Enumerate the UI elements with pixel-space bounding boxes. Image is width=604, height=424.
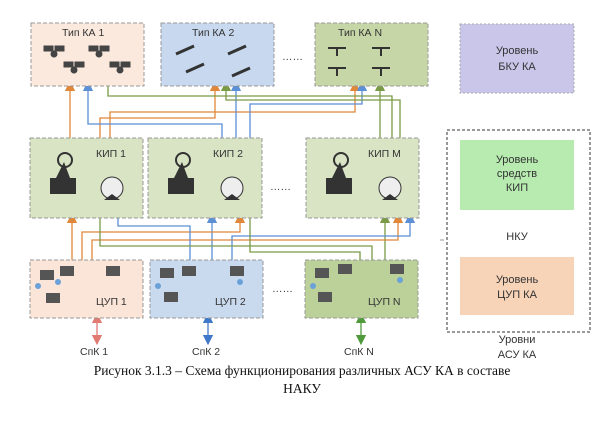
cup-label-1: ЦУП 1 <box>96 296 127 308</box>
svg-text:Уровень: Уровень <box>496 274 539 286</box>
ka-label-1: Тип КА 1 <box>62 27 104 39</box>
ellipsis: …… <box>270 181 291 193</box>
svg-text:Уровни: Уровни <box>499 334 536 346</box>
level-nku: НКУ <box>506 231 528 243</box>
satellite-icon <box>175 44 251 78</box>
kip-box-2: КИП 2 <box>147 137 263 219</box>
cup-label-n: ЦУП N <box>368 296 400 308</box>
workstation-icon <box>155 266 244 302</box>
ellipsis: …… <box>272 283 293 295</box>
cup-box-n: ЦУП N <box>304 259 419 319</box>
ka-box-1: Тип КА 1 <box>30 22 145 87</box>
kip-box-m: КИП М <box>305 137 420 219</box>
kip-label-2: КИП 2 <box>213 148 243 160</box>
svg-text:АСУ КА: АСУ КА <box>498 349 537 360</box>
kip-box-1: КИП 1 <box>29 137 144 219</box>
svg-text:КИП: КИП <box>506 182 528 194</box>
level-cup: Уровень ЦУП КА <box>460 257 574 315</box>
antenna-station-icon <box>50 152 76 194</box>
consumer-label-1: СпК 1 <box>80 346 108 358</box>
antenna-station-icon <box>168 152 194 194</box>
cup-box-2: ЦУП 2 <box>149 259 264 319</box>
consumer-label-n: СпК N <box>344 346 374 358</box>
cup-box-1: ЦУП 1 <box>29 259 144 319</box>
dish-icon <box>100 176 124 200</box>
level-acs: Уровни АСУ КА <box>498 334 537 360</box>
dish-icon <box>378 176 402 200</box>
figure-caption: Рисунок 3.1.3 – Схема функционирования р… <box>0 362 604 398</box>
ground-segment-frame <box>446 129 591 333</box>
links <box>64 80 416 346</box>
ka-label-2: Тип КА 2 <box>192 27 234 39</box>
caption-line-1: Рисунок 3.1.3 – Схема функционирования р… <box>93 363 511 378</box>
svg-text:Уровень: Уровень <box>496 45 539 57</box>
kip-label-1: КИП 1 <box>96 148 126 160</box>
ka-box-n: Тип КА N <box>314 22 429 87</box>
system-diagram: Тип КА 1 Тип КА 2 …… Тип КА N КИП 1 <box>29 22 591 360</box>
level-bku: Уровень БКУ КА <box>459 23 575 94</box>
svg-text:БКУ КА: БКУ КА <box>498 61 536 73</box>
svg-text:средств: средств <box>497 168 537 180</box>
caption-line-2: НАКУ <box>283 381 321 396</box>
ka-label-n: Тип КА N <box>338 27 382 39</box>
cup-label-2: ЦУП 2 <box>215 296 246 308</box>
ka-box-2: Тип КА 2 <box>160 22 275 87</box>
workstation-icon <box>35 266 120 303</box>
svg-text:Уровень: Уровень <box>496 154 539 166</box>
svg-text:ЦУП КА: ЦУП КА <box>497 289 537 301</box>
satellite-icon <box>43 45 131 74</box>
level-kip: Уровень средств КИП <box>460 140 574 210</box>
consumer-label-2: СпК 2 <box>192 346 220 358</box>
dish-icon <box>220 176 244 200</box>
ellipsis: …… <box>282 51 303 63</box>
antenna-station-icon <box>326 152 352 194</box>
workstation-icon <box>310 264 404 302</box>
satellite-icon <box>328 47 390 76</box>
kip-label-m: КИП М <box>368 148 401 160</box>
